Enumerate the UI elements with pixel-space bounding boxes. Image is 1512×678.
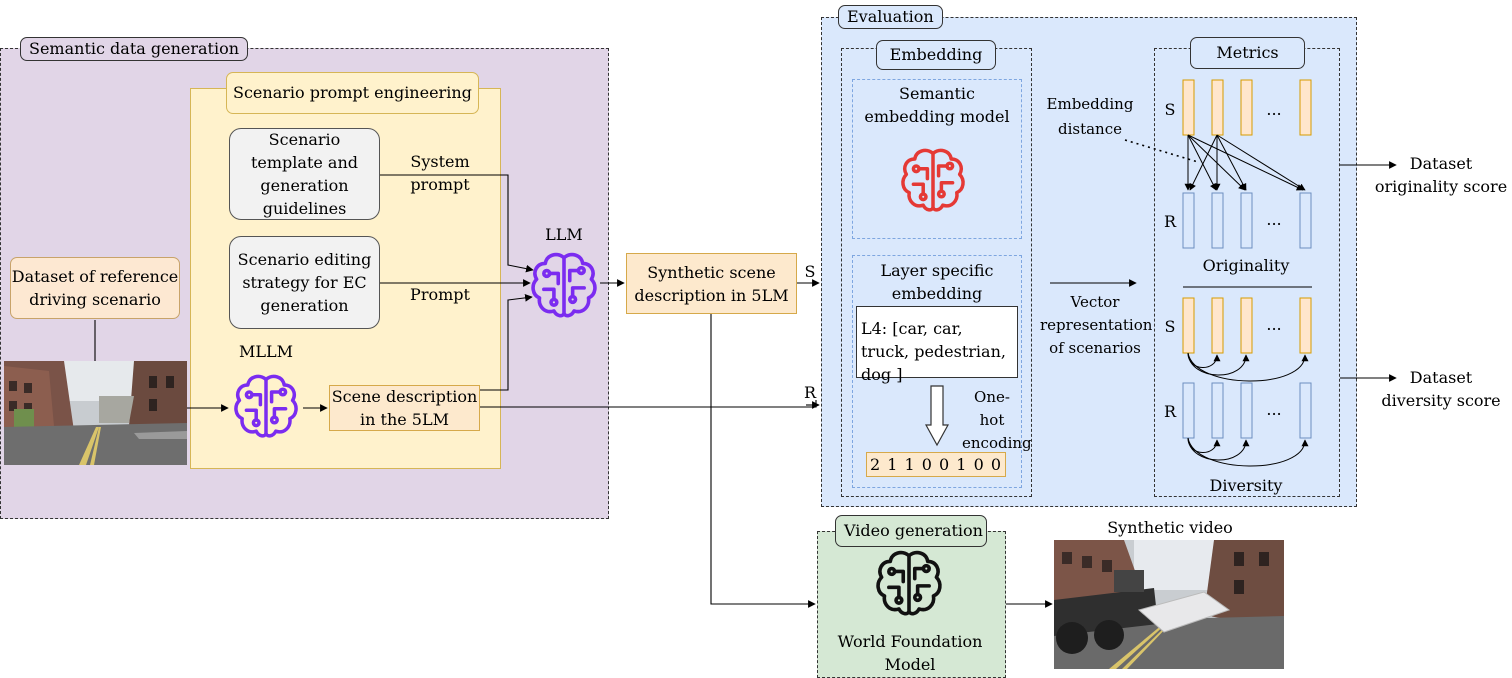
div-s-bar-1 [1182, 297, 1195, 354]
diversity-label: Diversity [1209, 476, 1283, 495]
ellipsis-2: ... [1266, 210, 1282, 229]
diversity-score-label: Dataset diversity score [1381, 368, 1501, 410]
scene-llm-arrow [480, 294, 533, 391]
dataset-reference-box: Dataset of reference driving scenario [10, 257, 180, 319]
prompt-label: Prompt [410, 285, 470, 304]
one-hot-vector-text: 2 1 1 0 0 1 0 0 [869, 455, 1003, 474]
semantic-model-label: Semantic embedding model [864, 84, 1010, 126]
metrics-s-label-1: S [1164, 100, 1176, 119]
scenario-template-text: Scenario template and generation guideli… [250, 130, 359, 218]
embedding-title: Embedding [876, 40, 996, 70]
orig-r-bar-4 [1299, 192, 1312, 249]
input-s-label: S [804, 262, 816, 281]
metrics-r-label-2: R [1163, 402, 1177, 421]
scene-description-box: Scene description in the 5LM [329, 385, 480, 431]
embedding-distance-dotted [1124, 139, 1199, 163]
ellipsis-3: ... [1266, 315, 1282, 334]
reference-driving-image [4, 361, 187, 465]
synthetic-video-image [1054, 540, 1284, 669]
world-model-label: World Foundation Model [837, 632, 983, 674]
mllm-label: MLLM [238, 342, 293, 361]
vector-representation-label: Vector representation of scenarios [1040, 293, 1153, 357]
orig-r-bar-1 [1182, 192, 1195, 249]
scene-description-text: Scene description in the 5LM [331, 387, 478, 429]
video-generation-title: Video generation [835, 515, 987, 547]
orig-s-bar-3 [1240, 79, 1253, 136]
div-r-bar-2 [1211, 382, 1224, 439]
synthetic-scene-box: Synthetic scene description in 5LM [626, 253, 797, 314]
ellipsis-4: ... [1266, 400, 1282, 419]
embedding-distance-label: Embedding distance [1046, 95, 1134, 138]
prompt-engineering-title: Scenario prompt engineering [226, 72, 479, 114]
dataset-reference-text: Dataset of reference driving scenario [11, 267, 179, 309]
synthetic-video-label: Synthetic video [1107, 518, 1233, 537]
layer-specific-label: Layer specific embedding [880, 261, 994, 303]
evaluation-title: Evaluation [838, 5, 943, 29]
l4-list-text: L4: [car, car, truck, pedestrian, dog ] [861, 319, 1006, 384]
synthetic-scene-text: Synthetic scene description in 5LM [634, 262, 789, 305]
template-llm-arrow [380, 174, 534, 273]
ellipsis-1: ... [1266, 100, 1282, 119]
metrics-r-label-1: R [1163, 212, 1177, 231]
orig-r-bar-3 [1240, 192, 1253, 249]
div-s-bar-4 [1299, 297, 1312, 354]
metrics-title: Metrics [1190, 37, 1305, 69]
originality-score-label: Dataset originality score [1374, 154, 1508, 196]
scenario-editing-box: Scenario editing strategy for EC generat… [229, 236, 380, 329]
semantic-data-generation-title: Semantic data generation [20, 37, 249, 61]
one-hot-vector-box: 2 1 1 0 0 1 0 0 [866, 452, 1006, 477]
div-r-bar-4 [1299, 382, 1312, 439]
div-r-bar-3 [1240, 382, 1253, 439]
one-hot-label: One-hot encoding [962, 388, 1032, 452]
llm-brain-icon [528, 249, 600, 321]
layer-specific-panel [852, 255, 1022, 488]
orig-r-bar-2 [1211, 192, 1224, 249]
world-model-brain-icon [873, 546, 945, 620]
originality-label: Originality [1202, 256, 1290, 275]
semantic-brain-icon [898, 144, 968, 216]
semantic-model-panel [852, 79, 1022, 239]
one-hot-arrow-icon [924, 385, 950, 447]
system-prompt-label: System prompt [410, 152, 470, 194]
llm-label: LLM [545, 225, 583, 244]
div-s-bar-2 [1211, 297, 1224, 354]
l4-list-box: L4: [car, car, truck, pedestrian, dog ] [856, 306, 1018, 384]
div-r-bar-1 [1182, 382, 1195, 439]
div-s-bar-3 [1240, 297, 1253, 354]
metrics-s-label-2: S [1164, 317, 1176, 336]
input-r-label: R [803, 383, 817, 402]
mllm-brain-icon [231, 371, 301, 441]
evaluation-panel [821, 17, 1357, 507]
scenario-editing-text: Scenario editing strategy for EC generat… [237, 250, 372, 315]
orig-s-bar-1 [1182, 79, 1195, 136]
scene-eval-line [480, 400, 817, 408]
orig-s-bar-4 [1299, 79, 1312, 136]
synthetic-video-arrow [710, 314, 816, 608]
scenario-template-box: Scenario template and generation guideli… [229, 128, 380, 220]
orig-s-bar-2 [1211, 79, 1224, 136]
